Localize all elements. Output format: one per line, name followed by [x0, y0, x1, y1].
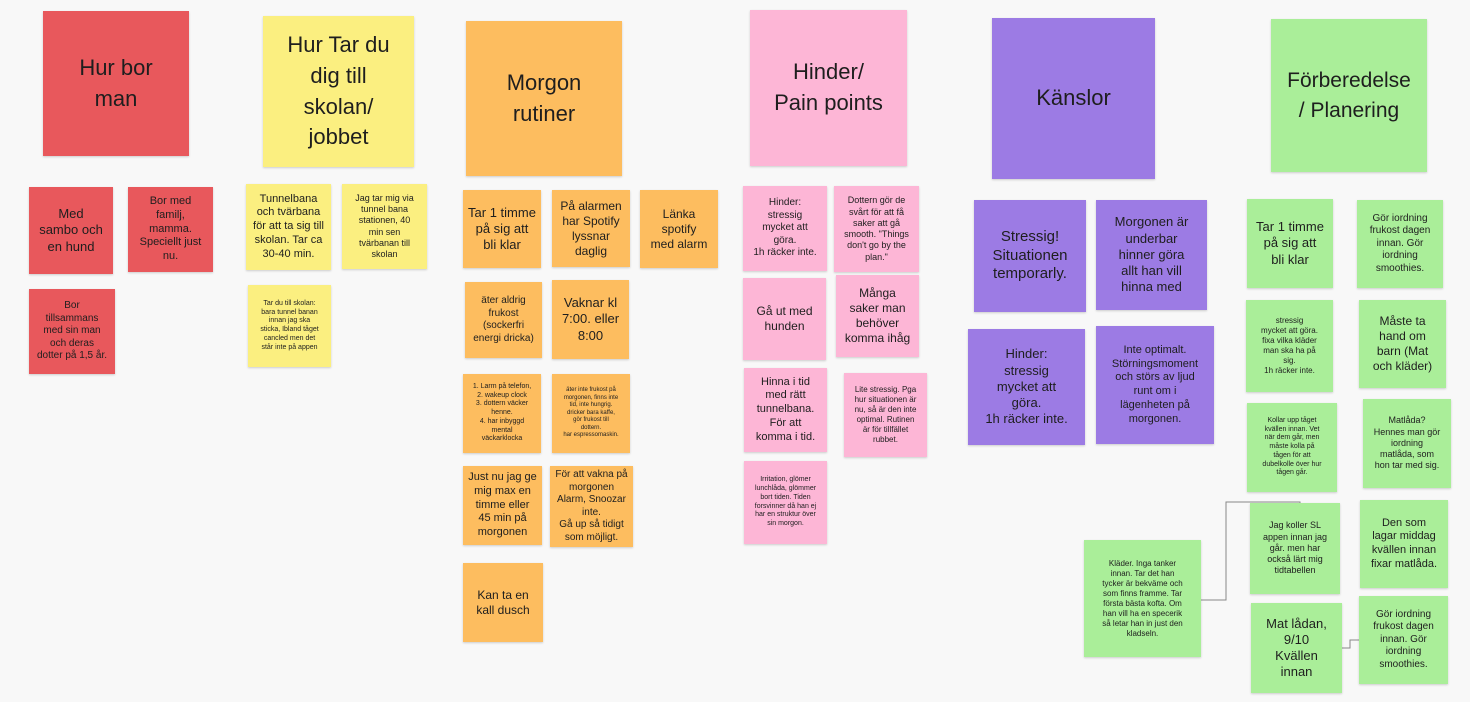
sticky-note[interactable]: Bor med familj, mamma. Speciellt just nu… — [128, 187, 213, 272]
sticky-note[interactable]: Kläder. Inga tanker innan. Tar det han t… — [1084, 540, 1201, 657]
note-text: Bor med familj, mamma. Speciellt just nu… — [139, 195, 202, 263]
note-text: Bor tillsammans med sin man och deras do… — [36, 300, 108, 362]
sticky-note[interactable]: Stressig! Situationen temporarly. — [974, 200, 1086, 312]
header-label: Förberedelse / Planering — [1287, 69, 1411, 122]
note-text: Länka spotify med alarm — [650, 206, 708, 251]
sticky-note[interactable]: Jag koller SL appen innan jag går. men h… — [1250, 503, 1340, 594]
sticky-note[interactable]: Hinna i tid med rätt tunnelbana. För att… — [744, 368, 827, 452]
note-text: Just nu jag ge mig max en timme eller 45… — [468, 471, 537, 539]
note-text: Med sambo och en hund — [39, 206, 103, 254]
sticky-note[interactable]: Tar du till skolan: bara tunnel banan in… — [248, 285, 331, 367]
note-text: Mat lådan, 9/10 Kvällen innan — [1266, 615, 1327, 680]
note-text: Gå ut med hunden — [756, 304, 813, 333]
sticky-note[interactable]: På alarmen har Spotify lyssnar daglig — [552, 190, 630, 267]
note-text: Kan ta en kall dusch — [476, 587, 530, 617]
note-text: Måste ta hand om barn (Mat och kläder) — [1372, 314, 1433, 373]
note-text: Tar 1 timme på sig att bli klar — [468, 204, 536, 253]
note-text: stressig mycket att göra. fixa vilka klä… — [1261, 316, 1318, 375]
note-text: 1. Larm på telefon, 2. wakeup clock 3. d… — [472, 382, 532, 443]
sticky-note[interactable]: Länka spotify med alarm — [640, 190, 718, 268]
sticky-note[interactable]: Gå ut med hunden — [743, 278, 826, 360]
note-text: För att vakna på morgonen Alarm, Snoozar… — [555, 469, 628, 543]
header-label: Hur Tar du dig till skolan/ jobbet — [287, 31, 390, 150]
sticky-note[interactable]: Dottern gör de svårt för att få saker at… — [834, 186, 919, 272]
note-text: Hinna i tid med rätt tunnelbana. För att… — [755, 375, 816, 443]
sticky-note[interactable]: Matlåda? Hennes man gör iordning matlåda… — [1363, 399, 1451, 488]
sticky-note[interactable]: Vaknar kl 7:00. eller 8:00 — [552, 280, 629, 359]
note-text: Jag koller SL appen innan jag går. men h… — [1262, 520, 1328, 576]
sticky-note[interactable]: Jag tar mig via tunnel bana stationen, 4… — [342, 184, 427, 269]
note-text: Matlåda? Hennes man gör iordning matlåda… — [1373, 415, 1441, 471]
header-forberedelse-planering[interactable]: Förberedelse / Planering — [1271, 19, 1427, 172]
note-text: Tunnelbana och tvärbana för att ta sig t… — [253, 192, 324, 260]
note-text: Stressig! Situationen temporarly. — [992, 227, 1068, 283]
sticky-note[interactable]: Hinder: stressig mycket att göra. 1h räc… — [968, 329, 1085, 445]
header-label: Känslor — [1036, 85, 1111, 111]
sticky-note[interactable]: Gör iordning frukost dagen innan. Gör io… — [1357, 200, 1443, 288]
note-text: Jag tar mig via tunnel bana stationen, 4… — [355, 192, 414, 259]
note-text: Kollar upp tåget kvällen innan. Vet när … — [1262, 416, 1322, 477]
note-text: Inte optimalt. Störningsmoment och störs… — [1111, 343, 1199, 425]
header-hinder-pain-points[interactable]: Hinder/ Pain points — [750, 10, 907, 166]
sticky-note[interactable]: Bor tillsammans med sin man och deras do… — [29, 289, 115, 374]
sticky-note[interactable]: Lite stressig. Pga hur situationen är nu… — [844, 373, 927, 457]
note-text: Morgonen är underbar hinner göra allt ha… — [1114, 214, 1189, 295]
sticky-note[interactable]: äter aldrig frukost (sockerfri energi dr… — [465, 282, 542, 358]
sticky-note[interactable]: Hinder: stressig mycket att göra. 1h räc… — [743, 186, 827, 271]
sticky-note[interactable]: Tar 1 timme på sig att bli klar — [463, 190, 541, 268]
sticky-note[interactable]: För att vakna på morgonen Alarm, Snoozar… — [550, 466, 633, 547]
header-morgon-rutiner[interactable]: Morgon rutiner — [466, 21, 622, 176]
sticky-note[interactable]: Måste ta hand om barn (Mat och kläder) — [1359, 300, 1446, 388]
note-text: äter inte frukost på morgonen, finns int… — [563, 387, 619, 439]
header-label: Hinder/ Pain points — [774, 59, 883, 115]
sticky-note[interactable]: Mat lådan, 9/10 Kvällen innan — [1251, 603, 1342, 693]
note-text: Hinder: stressig mycket att göra. 1h räc… — [753, 197, 817, 259]
sticky-note[interactable]: Just nu jag ge mig max en timme eller 45… — [463, 466, 542, 545]
note-text: Dottern gör de svårt för att få saker at… — [844, 195, 909, 262]
sticky-note[interactable]: Gör iordning frukost dagen innan. Gör io… — [1359, 596, 1448, 684]
sticky-note[interactable]: Irritation, glömer lunchlåda, glömmer bo… — [744, 461, 827, 544]
note-text: Många saker man behöver komma ihåg — [844, 286, 911, 345]
note-text: Tar 1 timme på sig att bli klar — [1256, 219, 1324, 267]
note-text: Hinder: stressig mycket att göra. 1h räc… — [985, 346, 1068, 427]
note-text: Gör iordning frukost dagen innan. Gör io… — [1369, 212, 1431, 274]
header-label: Hur bor man — [79, 54, 153, 111]
sticky-note[interactable]: Morgonen är underbar hinner göra allt ha… — [1096, 200, 1207, 310]
note-text: På alarmen har Spotify lyssnar daglig — [560, 198, 622, 258]
header-kanslor[interactable]: Känslor — [992, 18, 1155, 179]
note-text: Kläder. Inga tanker innan. Tar det han t… — [1102, 558, 1183, 638]
sticky-note[interactable]: Tunnelbana och tvärbana för att ta sig t… — [246, 184, 331, 270]
sticky-note[interactable]: 1. Larm på telefon, 2. wakeup clock 3. d… — [463, 374, 541, 453]
note-text: äter aldrig frukost (sockerfri energi dr… — [473, 295, 534, 344]
note-text: Lite stressig. Pga hur situationen är nu… — [854, 385, 917, 444]
connector-line — [1340, 639, 1360, 649]
note-text: Tar du till skolan: bara tunnel banan in… — [260, 299, 319, 351]
sticky-note[interactable]: äter inte frukost på morgonen, finns int… — [552, 374, 630, 453]
sticky-note[interactable]: Tar 1 timme på sig att bli klar — [1247, 199, 1333, 288]
sticky-note[interactable]: stressig mycket att göra. fixa vilka klä… — [1246, 300, 1333, 392]
sticky-note[interactable]: Inte optimalt. Störningsmoment och störs… — [1096, 326, 1214, 444]
sticky-note[interactable]: Den som lagar middag kvällen innan fixar… — [1360, 500, 1448, 588]
sticky-note[interactable]: Med sambo och en hund — [29, 187, 113, 274]
header-label: Morgon rutiner — [506, 69, 582, 126]
note-text: Gör iordning frukost dagen innan. Gör io… — [1373, 608, 1434, 670]
sticky-note[interactable]: Kan ta en kall dusch — [463, 563, 543, 642]
note-text: Vaknar kl 7:00. eller 8:00 — [561, 295, 620, 343]
header-hur-tar-du-dig[interactable]: Hur Tar du dig till skolan/ jobbet — [263, 16, 414, 167]
sticky-note[interactable]: Kollar upp tåget kvällen innan. Vet när … — [1247, 403, 1337, 492]
header-hur-bor-man[interactable]: Hur bor man — [43, 11, 189, 156]
note-text: Den som lagar middag kvällen innan fixar… — [1370, 516, 1438, 570]
note-text: Irritation, glömer lunchlåda, glömmer bo… — [754, 476, 817, 527]
sticky-note[interactable]: Många saker man behöver komma ihåg — [836, 275, 919, 357]
